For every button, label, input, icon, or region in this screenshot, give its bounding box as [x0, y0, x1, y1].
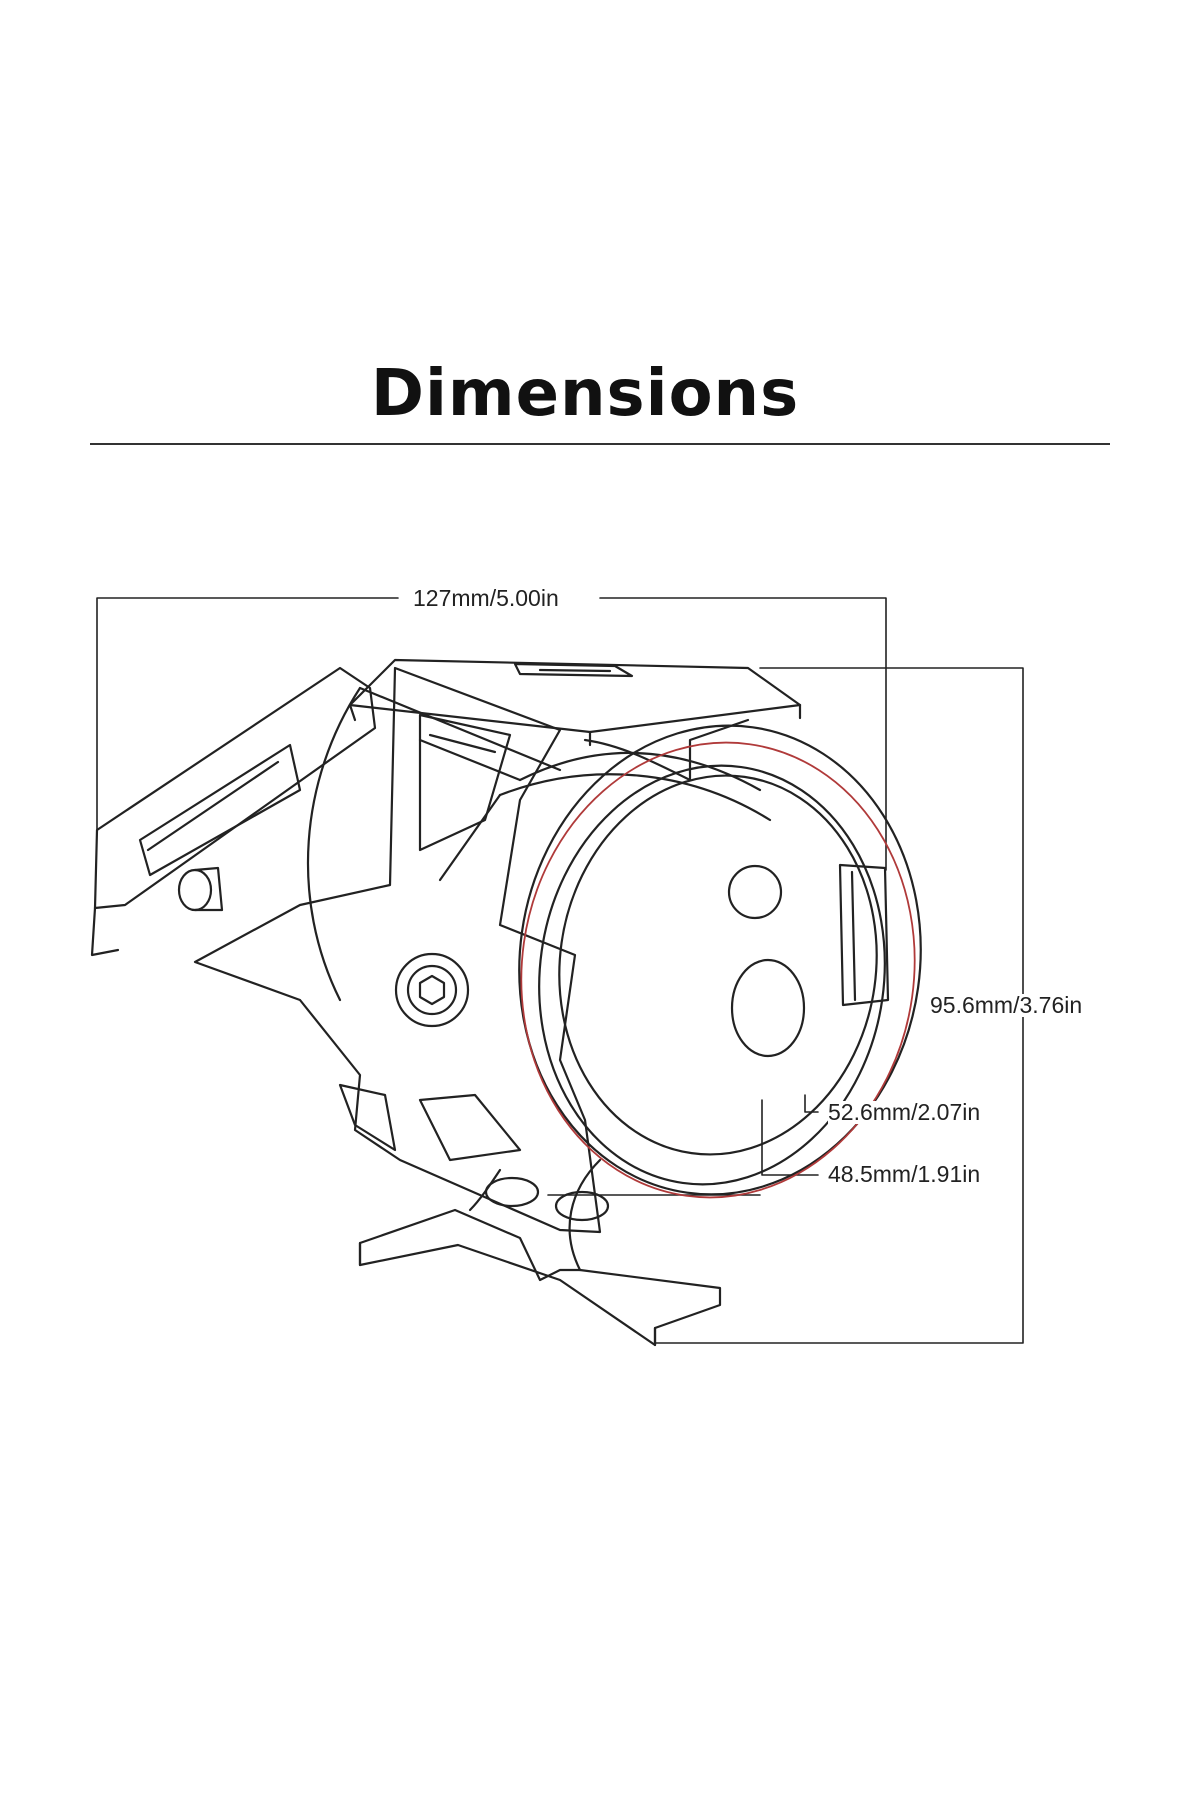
left-bracket	[90, 666, 377, 957]
top-cap-plate	[348, 658, 802, 747]
base-mount	[358, 1158, 722, 1347]
side-nut	[177, 866, 224, 912]
dimension-width-label: 127mm/5.00in	[407, 587, 565, 610]
dimension-outer-ring-label: 52.6mm/2.07in	[828, 1099, 981, 1125]
title-divider	[90, 443, 1110, 445]
front-cage-plate	[193, 666, 750, 1234]
lamp-body	[306, 686, 772, 1002]
lens-assembly	[518, 724, 922, 1196]
hex-bolt-icon	[394, 952, 470, 1028]
dimension-lens-label: 48.5mm/1.91in	[828, 1161, 981, 1187]
page-title: Dimensions	[370, 357, 800, 431]
dimension-height-label: 95.6mm/3.76in	[930, 992, 1083, 1018]
right-tab	[838, 863, 890, 1007]
halo-ring	[520, 741, 916, 1199]
